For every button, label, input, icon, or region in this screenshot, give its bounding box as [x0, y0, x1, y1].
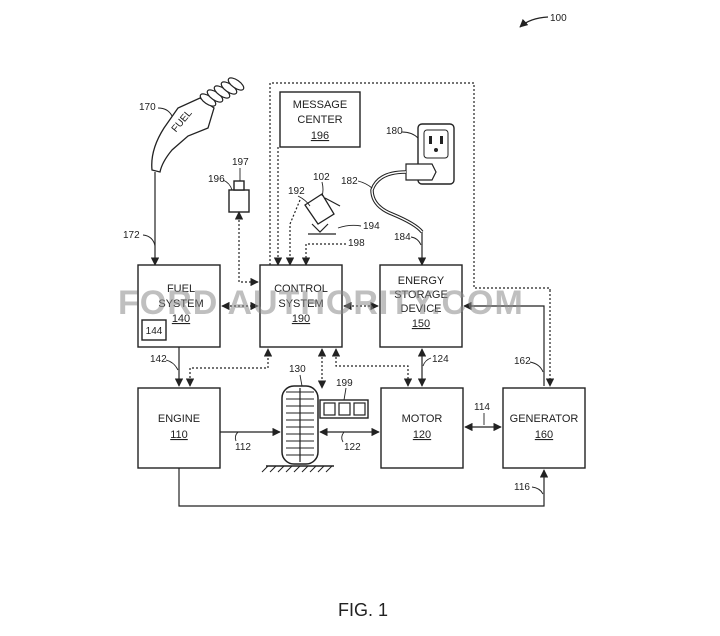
pedal-ref-leader	[321, 181, 324, 197]
engine-line1: ENGINE	[158, 413, 200, 425]
sensor-ref-b: 197	[232, 157, 249, 168]
indicator-ref-leader	[343, 387, 347, 401]
generator-to-storage-ref: 162	[514, 356, 531, 367]
generator-line1: GENERATOR	[510, 413, 579, 425]
figure-ref-leader	[519, 16, 549, 28]
fuel-tank-ref: 144	[146, 326, 163, 337]
wheel-icon	[261, 385, 334, 473]
sensor-to-control	[234, 211, 259, 287]
control-system-block: CONTROL SYSTEM 190	[259, 264, 343, 348]
message-center-block: MESSAGE CENTER 196	[279, 91, 361, 148]
motor-line1: MOTOR	[402, 413, 443, 425]
pedal-icon	[304, 193, 341, 235]
pedal-signal-ref: 198	[348, 238, 365, 249]
nozzle-ref-leader	[157, 107, 173, 117]
energy-storage-line3: DEVICE	[401, 303, 442, 315]
wheel-ref-leader	[299, 374, 303, 387]
fuel-system-line1: FUEL	[167, 283, 195, 295]
pedal-arm-ref: 192	[288, 186, 305, 197]
motor-shaft-ref-leader	[341, 431, 345, 443]
message-center-ref: 196	[311, 130, 329, 142]
engine-to-generator-ref-leader	[531, 486, 544, 495]
sensor-icon	[228, 180, 250, 213]
outlet-ref: 180	[386, 126, 403, 137]
storage-to-motor-ref: 124	[432, 354, 449, 365]
engine-to-generator-ref: 116	[514, 482, 530, 493]
outlet-ref-leader	[401, 131, 419, 139]
nozzle-ref: 170	[139, 102, 156, 113]
fuel-system-line2: SYSTEM	[158, 298, 203, 310]
engine-ref: 110	[170, 429, 188, 441]
sensor-ref-a-leader	[222, 179, 233, 191]
figure-label: FIG. 1	[338, 600, 388, 620]
generator-ref: 160	[535, 429, 553, 441]
pedal-ref: 102	[313, 172, 330, 183]
charge-line-ref: 184	[394, 232, 411, 243]
charge-line-ref-leader	[410, 236, 422, 246]
cable-ref: 182	[341, 176, 358, 187]
cable-ref-leader	[357, 180, 373, 189]
message-center-line1: MESSAGE	[293, 99, 347, 111]
fuel-line-ref-leader	[142, 234, 156, 247]
outlet-icon	[405, 123, 455, 185]
fuel-line-ref: 172	[123, 230, 140, 241]
motor-block: MOTOR 120	[380, 387, 464, 469]
fuel-to-engine-ref: 142	[150, 354, 167, 365]
control-system-line1: CONTROL	[274, 283, 328, 295]
indicator-ref: 199	[336, 378, 353, 389]
control-system-line2: SYSTEM	[278, 298, 323, 310]
engine-shaft-ref: 112	[235, 442, 251, 453]
generator-block: GENERATOR 160	[502, 387, 586, 469]
generator-to-storage	[463, 301, 545, 386]
motor-generator-ref: 114	[474, 402, 490, 413]
loop-connector	[269, 82, 551, 290]
pedal-arm-ref-leader	[297, 195, 311, 207]
motor-shaft-ref: 122	[344, 442, 361, 453]
motor-ref: 120	[413, 429, 431, 441]
energy-storage-block: ENERGY STORAGE DEVICE 150	[379, 264, 463, 348]
engine-block: ENGINE 110	[137, 387, 221, 469]
pedal-sensor-ref: 194	[363, 221, 380, 232]
energy-storage-line2: STORAGE	[394, 289, 448, 301]
control-engine-link	[185, 348, 273, 387]
engine-to-generator	[178, 468, 549, 507]
engine-shaft-ref-leader	[234, 431, 239, 442]
pedal-to-control	[285, 199, 301, 266]
figure-ref: 100	[550, 13, 567, 24]
fuel-system-block: FUEL SYSTEM 140 144	[137, 264, 221, 348]
energy-storage-ref: 150	[412, 318, 430, 330]
storage-to-motor-ref-leader	[422, 357, 432, 367]
control-motor-link	[331, 348, 413, 387]
pedal-signal-line	[301, 243, 346, 266]
energy-storage-line1: ENERGY	[398, 275, 445, 287]
watermark: FORD AUTHORITY.COM	[118, 284, 524, 322]
fuel-nozzle-icon: FUEL	[151, 77, 245, 173]
message-center-line2: CENTER	[297, 114, 342, 126]
generator-to-storage-ref-leader	[529, 361, 544, 373]
indicator-icon	[319, 399, 369, 419]
sensor-ref-a: 196	[208, 174, 225, 185]
fuel-to-engine-ref-leader	[165, 359, 179, 371]
pedal-sensor-ref-leader	[337, 224, 362, 229]
wheel-ref: 130	[289, 364, 306, 375]
fuel-system-ref: 140	[172, 313, 190, 325]
control-system-ref: 190	[292, 313, 310, 325]
